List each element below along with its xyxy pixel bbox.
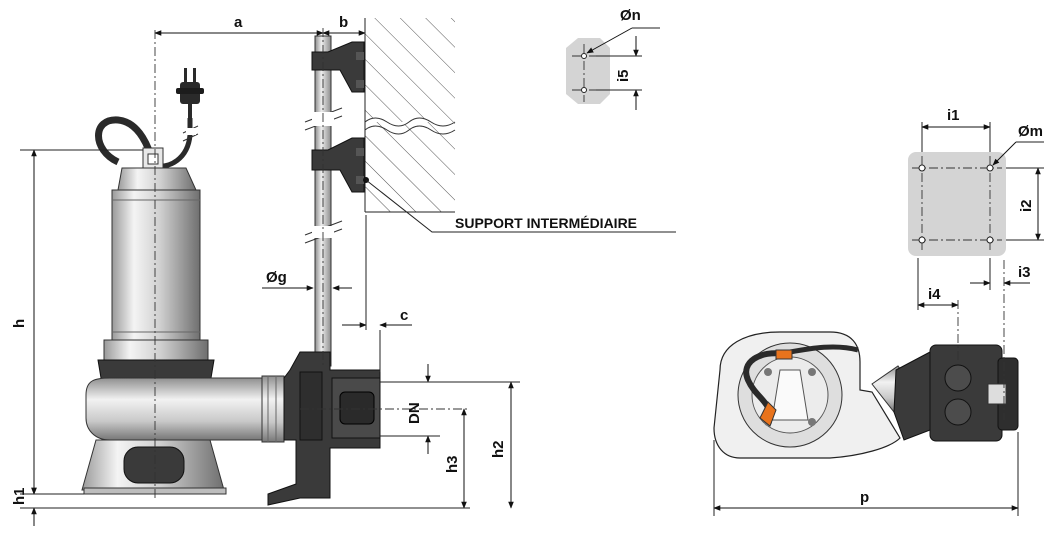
support-label: SUPPORT INTERMÉDIAIRE bbox=[455, 215, 637, 231]
dim-om: Øm bbox=[992, 123, 1044, 166]
wall bbox=[364, 18, 456, 213]
label-h: h bbox=[11, 319, 28, 328]
upper-bracket bbox=[311, 41, 365, 93]
label-i4: i4 bbox=[928, 286, 941, 303]
dim-on: Øn bbox=[586, 7, 660, 54]
label-i2: i2 bbox=[1018, 199, 1035, 212]
label-on: Øn bbox=[620, 7, 641, 24]
dim-i4: i4 bbox=[917, 286, 959, 308]
label-og: Øg bbox=[266, 269, 287, 286]
dim-p: p bbox=[713, 432, 1019, 516]
guide-pipe bbox=[304, 35, 343, 367]
label-h2: h2 bbox=[490, 440, 507, 458]
dim-c: c bbox=[342, 215, 412, 372]
label-h3: h3 bbox=[444, 455, 461, 473]
label-p: p bbox=[860, 489, 869, 506]
pump-top-view bbox=[713, 331, 1019, 459]
submersible-pump-icon bbox=[81, 147, 285, 495]
label-h1: h1 bbox=[11, 487, 28, 505]
label-b: b bbox=[339, 14, 348, 31]
dim-i1: i1 bbox=[921, 107, 991, 130]
duckfoot-base bbox=[267, 351, 381, 506]
label-om: Øm bbox=[1018, 123, 1043, 140]
dim-i5: i5 bbox=[615, 36, 639, 110]
dim-h1: h1 bbox=[11, 476, 37, 526]
base-plate bbox=[908, 122, 1044, 256]
dim-i3: i3 bbox=[970, 264, 1031, 286]
dim-h: h bbox=[11, 149, 143, 495]
support-leader bbox=[365, 179, 676, 233]
dim-a: a bbox=[154, 14, 324, 36]
dim-h3: h3 bbox=[444, 408, 467, 509]
dim-i2: i2 bbox=[1018, 167, 1041, 241]
label-c: c bbox=[400, 307, 408, 324]
intermediate-bracket bbox=[311, 137, 369, 193]
dim-og: Øg bbox=[262, 269, 352, 291]
dim-b: b bbox=[322, 14, 366, 36]
label-dn: DN bbox=[406, 402, 423, 424]
label-i5: i5 bbox=[615, 69, 632, 82]
power-plug-icon bbox=[176, 68, 204, 104]
label-a: a bbox=[234, 14, 243, 31]
label-i3: i3 bbox=[1018, 264, 1031, 281]
label-i1: i1 bbox=[947, 107, 960, 124]
dim-h2: h2 bbox=[490, 381, 514, 509]
